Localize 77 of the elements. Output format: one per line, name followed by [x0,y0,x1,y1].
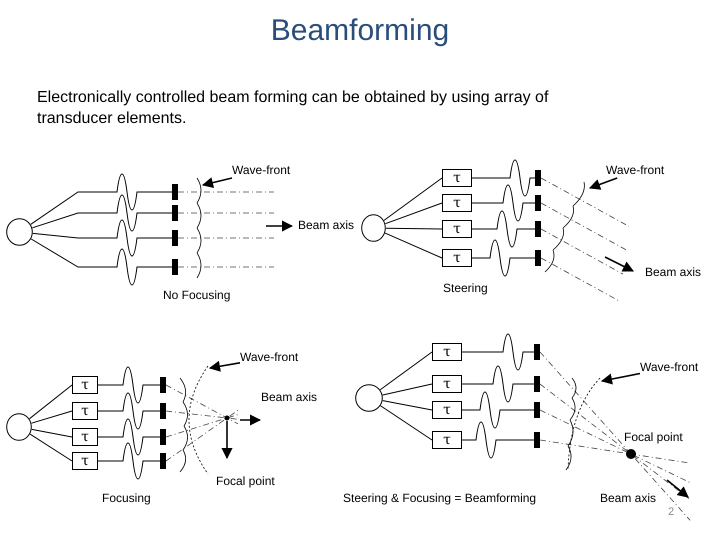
transducer-element [534,376,540,392]
delay-box: τ [442,220,472,238]
axis-label: Beam axis [645,266,702,280]
delay-box: τ [432,375,462,393]
leader-arrow [202,177,232,188]
wire [380,352,432,390]
wire [98,442,160,480]
delay-box: τ [432,343,462,361]
axis-label: Beam axis [298,219,354,233]
delay-box: τ [72,428,98,446]
delay-box: τ [432,431,462,449]
transducer-element [172,259,178,275]
focal-point-label: Focal point [216,475,275,489]
wire [384,178,442,221]
wire [462,366,534,402]
wave-front-label: Wave-front [232,163,290,177]
wire [472,160,536,196]
wire [472,210,536,248]
delay-box: τ [442,169,472,187]
wire [30,174,172,225]
focal-point-label: Focal point [624,431,683,445]
wire [382,400,432,410]
title: Beamforming [270,14,450,48]
wire [98,392,160,430]
wire [30,238,172,286]
delay-box: τ [72,452,98,470]
leader-arrow [588,177,618,190]
transducer-element [172,230,178,246]
wire [462,334,534,370]
delay-box: τ [442,194,472,212]
transducer-element [535,250,541,266]
wire [29,384,72,420]
panel-caption: Steering [443,282,488,296]
transducer-element [160,403,166,419]
axis-label: Beam axis [600,492,656,506]
transducer-element [535,195,541,211]
transducer-element [535,170,541,186]
axis-label: Beam axis [261,391,318,405]
transducer-element [535,221,541,237]
panel-caption: Focusing [102,492,151,506]
transducer-element [160,429,166,445]
leader-arrow [208,360,240,372]
wave-front-label: Wave-front [640,360,698,374]
wire [30,434,72,462]
wire [472,184,536,222]
intro-text: Electronically controlled beam forming can be obtained by using array of transducer elements. [37,88,550,129]
wire [380,405,432,440]
delay-box: τ [432,401,462,419]
wire [386,228,442,230]
panel-caption: No Focusing [163,289,230,303]
delay-box: τ [442,249,472,267]
wire [472,240,536,276]
wire [462,422,534,458]
wire [31,410,72,424]
transducer-element [172,205,178,221]
wire [32,194,172,232]
transducer-element [160,453,166,469]
wire [32,220,172,256]
wire [98,418,160,456]
page-number: 2 [668,506,674,519]
transducer-element [534,402,540,418]
transducer-element [534,344,540,360]
leader-arrow [600,372,640,385]
wire [31,428,72,438]
panel-caption: Steering & Focusing = Beamforming [343,492,536,506]
wire [462,392,534,428]
wire [98,366,160,404]
wire [382,384,432,396]
delay-box: τ [72,376,98,394]
wire [384,202,442,224]
transducer-element [172,184,178,200]
wave-front-label: Wave-front [240,350,298,364]
wire [384,232,442,258]
transducer-element [534,432,540,448]
wave-front-label: Wave-front [606,163,664,177]
transducer-element [160,377,166,393]
delay-box: τ [72,402,98,420]
